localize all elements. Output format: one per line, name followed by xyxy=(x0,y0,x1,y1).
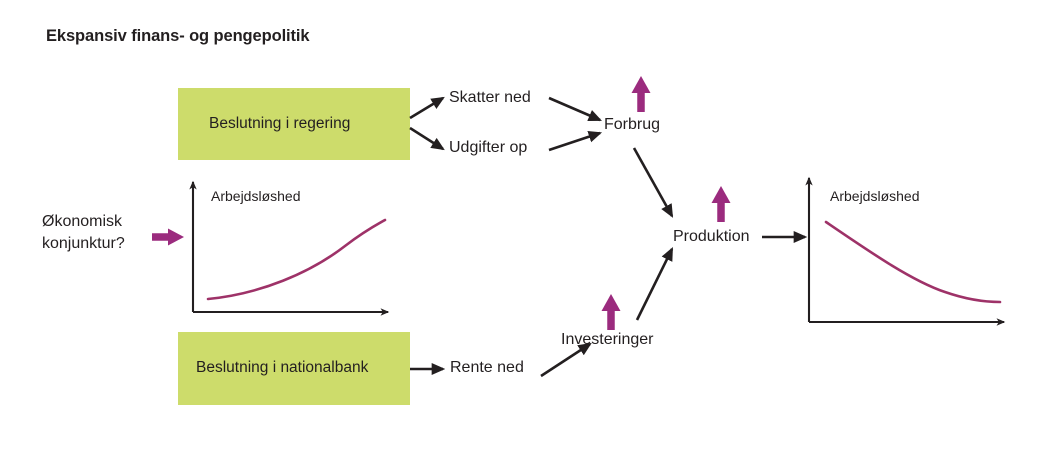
box-government xyxy=(178,88,410,160)
arrow-forbrug-to-produktion xyxy=(632,147,674,218)
arrow-investeringer-to-produktion xyxy=(635,247,674,321)
node-skatter-ned: Skatter ned xyxy=(449,89,531,106)
box-centralbank-label: Beslutning i nationalbank xyxy=(196,359,369,376)
box-government-label: Beslutning i regering xyxy=(209,115,351,132)
chart-after-label: Arbejdsløshed xyxy=(830,188,920,204)
node-investeringer: Investeringer xyxy=(561,331,654,348)
chart-before-axes xyxy=(189,180,390,316)
chart-after-axes xyxy=(805,176,1006,326)
arrow-udgifter-to-forbrug xyxy=(548,130,603,152)
node-forbrug: Forbrug xyxy=(604,116,661,133)
node-rente-ned: Rente ned xyxy=(450,359,524,376)
box-centralbank xyxy=(178,332,410,405)
chart-after-curve xyxy=(824,220,1002,304)
node-udgifter-op: Udgifter op xyxy=(449,139,528,156)
arrow-government-to-skatter xyxy=(409,96,445,120)
node-produktion: Produktion xyxy=(673,228,750,245)
page-title: Ekspansiv finans- og pengepolitik xyxy=(46,27,310,45)
arrow-government-to-udgifter xyxy=(409,126,445,151)
trigger-label-line2: konjunktur? xyxy=(42,234,125,252)
arrow-up-magenta-forbrug-icon xyxy=(631,76,651,112)
arrow-skatter-to-forbrug xyxy=(548,96,602,122)
arrow-right-magenta-icon xyxy=(152,228,184,246)
trigger-label-line1: Økonomisk xyxy=(42,213,123,230)
chart-before-label: Arbejdsløshed xyxy=(211,188,301,204)
arrow-rente-to-investeringer xyxy=(540,342,592,378)
chart-before-curve xyxy=(206,218,387,301)
arrow-up-magenta-produktion-icon xyxy=(711,186,731,222)
trigger-label: Økonomisk konjunktur? xyxy=(42,211,125,254)
arrow-up-magenta-investeringer-icon xyxy=(601,294,621,330)
